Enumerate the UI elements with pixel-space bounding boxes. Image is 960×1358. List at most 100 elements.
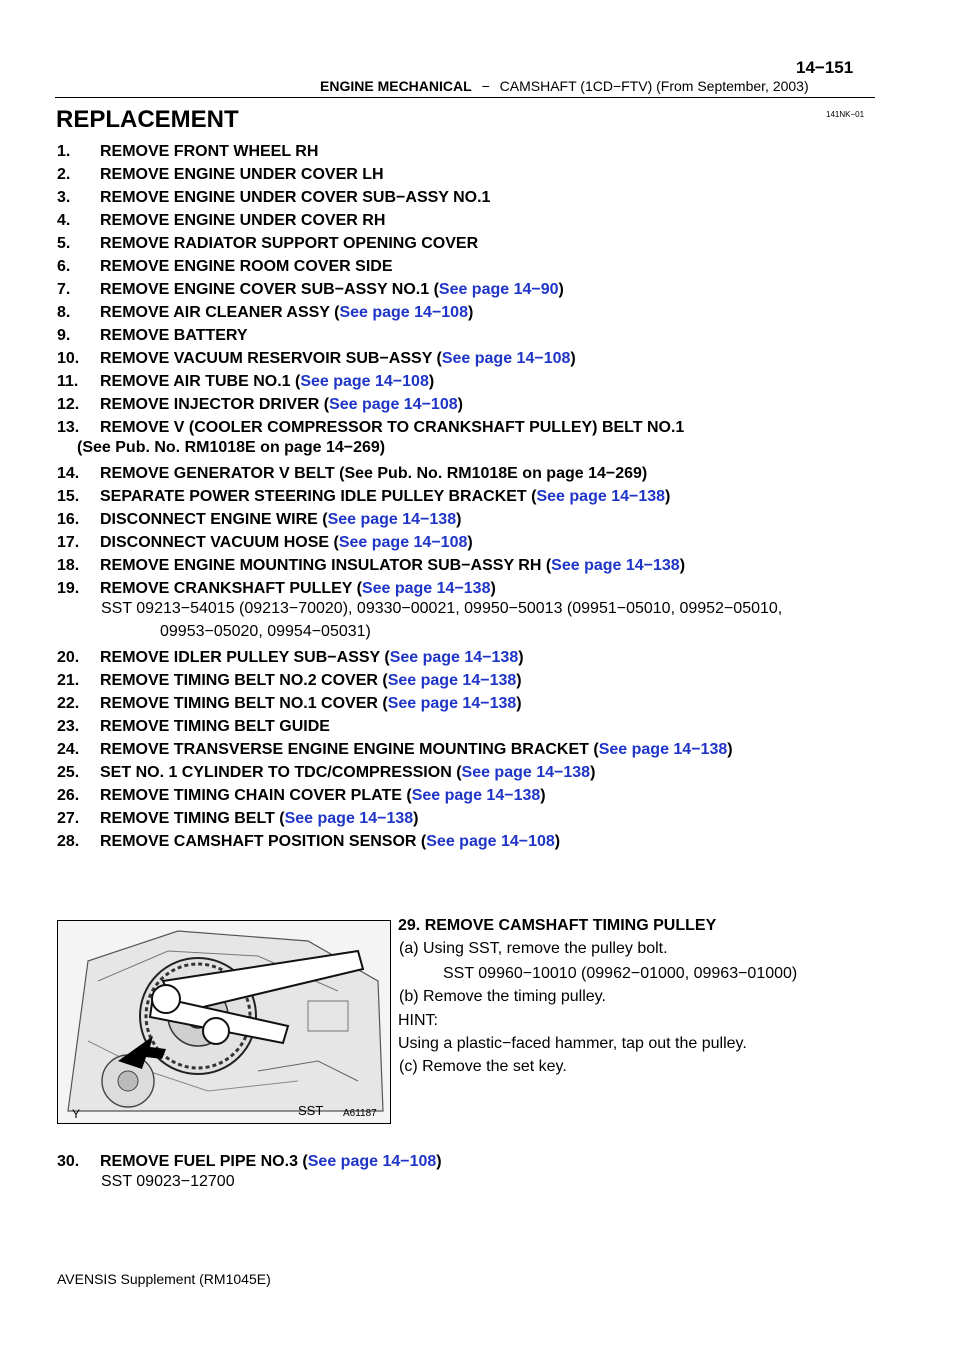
step-text: REMOVE ENGINE MOUNTING INSULATOR SUB−ASS…	[100, 554, 685, 577]
see-page-link[interactable]: See page 14−138	[536, 488, 666, 505]
step-label: REMOVE RADIATOR SUPPORT OPENING COVER	[100, 235, 479, 252]
step-text: REMOVE ENGINE ROOM COVER SIDE	[100, 255, 392, 278]
step-number: 16.	[57, 511, 80, 528]
section-title: REPLACEMENT	[56, 106, 239, 133]
see-page-link[interactable]: See page 14−138	[598, 741, 728, 758]
step-close-paren: )	[413, 810, 419, 827]
step-close-paren: )	[436, 1153, 442, 1170]
see-page-link[interactable]: See page 14−108	[441, 350, 571, 367]
see-page-link[interactable]: See page 14−108	[300, 373, 429, 390]
step-label: REMOVE INJECTOR DRIVER (	[100, 396, 330, 413]
procedure-step: 12. REMOVE INJECTOR DRIVER (See page 14−1…	[57, 393, 897, 416]
page-number: 14−151	[796, 58, 854, 77]
step-close-paren: )	[516, 695, 522, 712]
step-29-hint-label: HINT:	[398, 1012, 438, 1029]
step-text: REMOVE BATTERY	[100, 324, 248, 347]
see-page-link[interactable]: See page 14−108	[339, 304, 468, 321]
step-text: REMOVE TRANSVERSE ENGINE ENGINE MOUNTING…	[100, 738, 733, 761]
step-text: DISCONNECT VACUUM HOSE (See page 14−108)	[100, 531, 473, 554]
figure-sst-label: SST	[298, 1103, 324, 1118]
procedure-step: 1.REMOVE FRONT WHEEL RH	[57, 140, 897, 163]
see-page-link[interactable]: See page 14−108	[307, 1153, 437, 1170]
step-text: REMOVE FUEL PIPE NO.3 (See page 14−108)	[100, 1150, 442, 1173]
step-text: REMOVE RADIATOR SUPPORT OPENING COVER	[100, 232, 478, 255]
step-label: REMOVE TRANSVERSE ENGINE ENGINE MOUNTING…	[100, 741, 599, 758]
procedure-step: 15.SEPARATE POWER STEERING IDLE PULLEY B…	[57, 485, 897, 508]
step-number: 12.	[57, 396, 80, 413]
step-text: REMOVE ENGINE UNDER COVER LH	[100, 163, 384, 186]
see-page-link[interactable]: See page 14−138	[389, 649, 519, 666]
step-label: REMOVE AIR CLEANER ASSY (	[100, 304, 340, 321]
step-close-paren: )	[590, 764, 596, 781]
step-text: REMOVE V (COOLER COMPRESSOR TO CRANKSHAF…	[100, 416, 684, 439]
procedure-step: 18. REMOVE ENGINE MOUNTING INSULATOR SUB−…	[57, 554, 897, 577]
procedure-step-list: 1.REMOVE FRONT WHEEL RH 2. REMOVE ENGINE U…	[57, 140, 897, 853]
procedure-step: 19.REMOVE CRANKSHAFT PULLEY (See page 14…	[57, 577, 897, 600]
see-page-link[interactable]: See page 14−138	[284, 810, 414, 827]
procedure-step: 24. REMOVE TRANSVERSE ENGINE ENGINE MOUNT…	[57, 738, 897, 761]
step-label: REMOVE TIMING BELT (	[100, 810, 285, 827]
step-number: 18.	[57, 557, 80, 574]
page-header: ENGINE MECHANICAL − CAMSHAFT (1CD−FTV) (…	[320, 78, 809, 94]
see-page-link[interactable]: See page 14−138	[327, 511, 457, 528]
procedure-step: 17. DISCONNECT VACUUM HOSE (See page 14−1…	[57, 531, 897, 554]
see-page-link[interactable]: See page 14−108	[338, 534, 468, 551]
step-number: 24.	[57, 741, 80, 758]
step-29a-sst: SST 09960−10010 (09962−01000, 09963−0100…	[443, 965, 798, 982]
procedure-step: 7. REMOVE ENGINE COVER SUB−ASSY NO.1 (See…	[57, 278, 897, 301]
figure-code: A61187	[343, 1108, 377, 1119]
step-close-paren: )	[554, 833, 561, 850]
pointer-arrow-icon	[118, 1036, 166, 1069]
see-page-link[interactable]: See page 14−138	[387, 695, 517, 712]
see-page-link[interactable]: See page 14−138	[461, 764, 591, 781]
procedure-step: 8.REMOVE AIR CLEANER ASSY (See page 14−1…	[57, 301, 897, 324]
step-close-paren: )	[467, 304, 474, 321]
header-subtitle: CAMSHAFT (1CD−FTV) (From September, 2003…	[499, 78, 809, 94]
see-page-link[interactable]: See page 14−138	[411, 787, 541, 804]
step-number: 14.	[57, 465, 80, 482]
step-close-paren: )	[428, 373, 435, 390]
see-page-link[interactable]: See page 14−90	[438, 281, 559, 298]
step-text: SET NO. 1 CYLINDER TO TDC/COMPRESSION (S…	[100, 761, 595, 784]
see-page-link[interactable]: See page 14−138	[387, 672, 517, 689]
procedure-step: 4.REMOVE ENGINE UNDER COVER RH	[57, 209, 897, 232]
step-number: 20.	[57, 649, 80, 666]
step-close-paren: )	[540, 787, 546, 804]
step-label: DISCONNECT VACUUM HOSE (	[100, 534, 339, 551]
see-page-link[interactable]: See page 14−138	[361, 580, 491, 597]
step-number: 23.	[57, 718, 80, 735]
step-text: REMOVE ENGINE COVER SUB−ASSY NO.1 (See p…	[100, 278, 564, 301]
procedure-step: 27.REMOVE TIMING BELT (See page 14−138)	[57, 807, 897, 830]
step-29-title: 29. REMOVE CAMSHAFT TIMING PULLEY	[398, 917, 717, 934]
step-label: DISCONNECT ENGINE WIRE (	[100, 511, 328, 528]
step-number: 19.	[57, 580, 80, 597]
step-number: 7.	[57, 281, 71, 298]
step-label: REMOVE BATTERY	[100, 327, 248, 344]
step-number: 5.	[57, 235, 71, 252]
step-number: 3.	[57, 189, 71, 206]
step-19-sst-line-1: SST 09213−54015 (09213−70020), 09330−000…	[101, 600, 783, 617]
step-label: REMOVE TIMING BELT GUIDE	[100, 718, 330, 735]
see-page-link[interactable]: See page 14−108	[426, 833, 555, 850]
see-page-link[interactable]: See page 14−138	[551, 557, 680, 574]
step-number: 2.	[57, 166, 71, 183]
step-number: 6.	[57, 258, 71, 275]
step-number: 22.	[57, 695, 80, 712]
engine-illustration	[58, 921, 390, 1123]
step-text: REMOVE TIMING BELT (See page 14−138)	[100, 807, 418, 830]
step-19-sst-line-2: 09953−05020, 09954−05031)	[160, 623, 371, 640]
step-close-paren: )	[665, 488, 671, 505]
step-close-paren: )	[679, 557, 686, 574]
step-text: REMOVE TIMING BELT GUIDE	[100, 715, 330, 738]
step-text: REMOVE TIMING BELT NO.2 COVER (See page …	[100, 669, 522, 692]
document-id: 141NK−01	[826, 110, 865, 119]
step-number: 17.	[57, 534, 80, 551]
step-number: 9.	[57, 327, 71, 344]
header-dash: −	[481, 78, 490, 94]
step-label: REMOVE ENGINE UNDER COVER LH	[100, 166, 384, 183]
step-label: REMOVE GENERATOR V BELT (See Pub. No. RM…	[100, 465, 648, 482]
see-page-link[interactable]: See page 14−108	[329, 396, 458, 413]
step-29c: (c) Remove the set key.	[399, 1058, 567, 1075]
step-text: REMOVE INJECTOR DRIVER (See page 14−108)	[100, 393, 463, 416]
step-label: REMOVE FUEL PIPE NO.3 (	[100, 1153, 308, 1170]
